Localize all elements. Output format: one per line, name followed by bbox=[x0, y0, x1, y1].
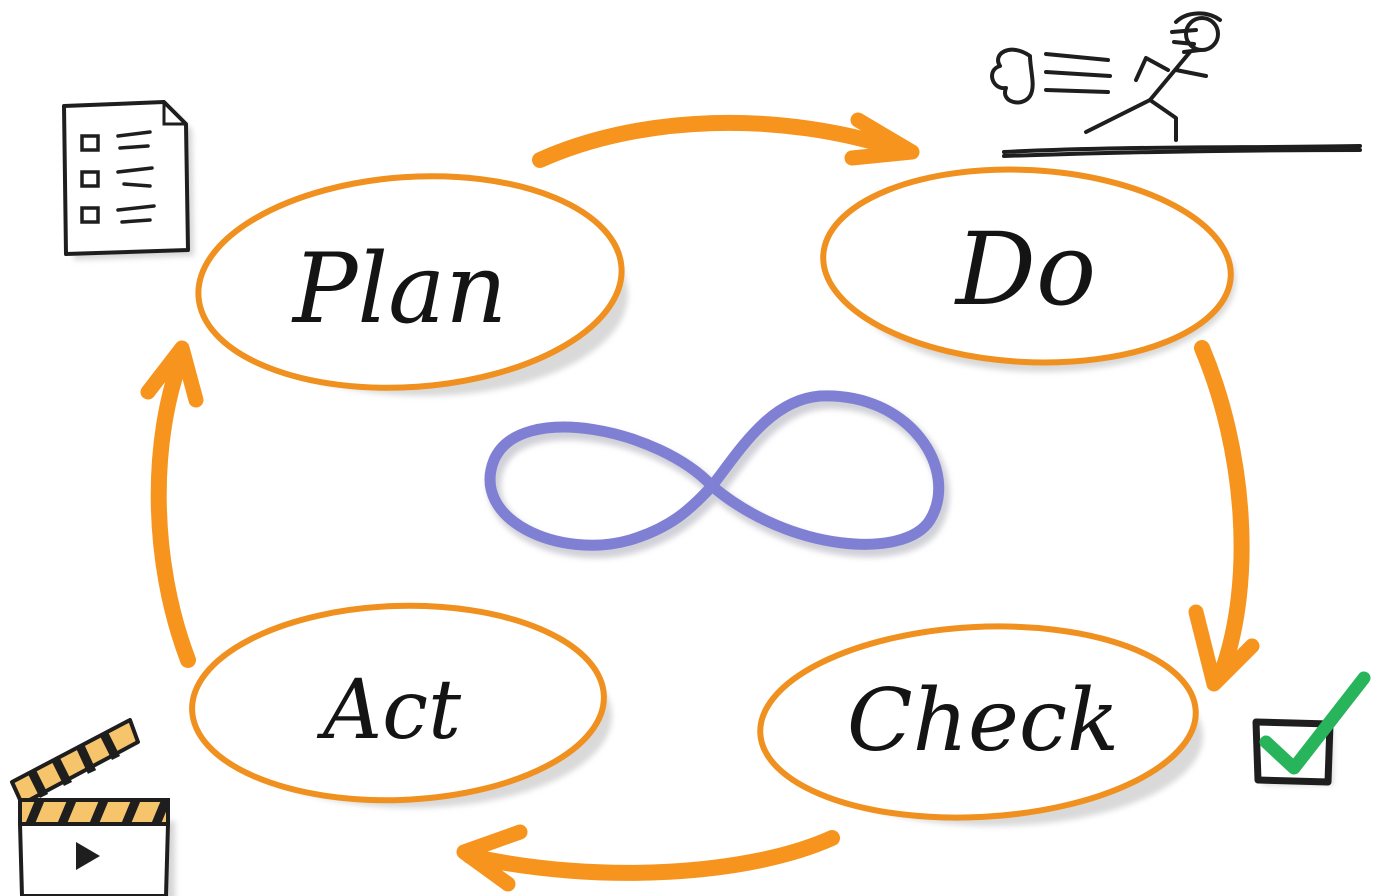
stage-do: Do bbox=[820, 166, 1236, 372]
checklist-icon bbox=[62, 100, 194, 260]
arrow-do-to-check bbox=[1188, 340, 1260, 692]
arrow-act-to-plan bbox=[140, 340, 204, 668]
clapperboard-icon bbox=[10, 718, 175, 896]
stage-check: Check bbox=[757, 623, 1203, 826]
stage-label-do: Do bbox=[954, 211, 1096, 328]
arrow-plan-to-do bbox=[532, 112, 920, 168]
infinity-icon bbox=[484, 390, 950, 559]
stage-act: Act bbox=[189, 602, 612, 808]
arrow-check-to-act bbox=[456, 824, 840, 892]
stage-label-check: Check bbox=[847, 671, 1119, 771]
checkbox-checked-icon bbox=[1252, 671, 1371, 786]
stage-plan: Plan bbox=[195, 173, 628, 396]
stage-label-plan: Plan bbox=[291, 233, 507, 345]
stage-label-act: Act bbox=[316, 663, 462, 758]
running-person-icon bbox=[990, 11, 1362, 158]
